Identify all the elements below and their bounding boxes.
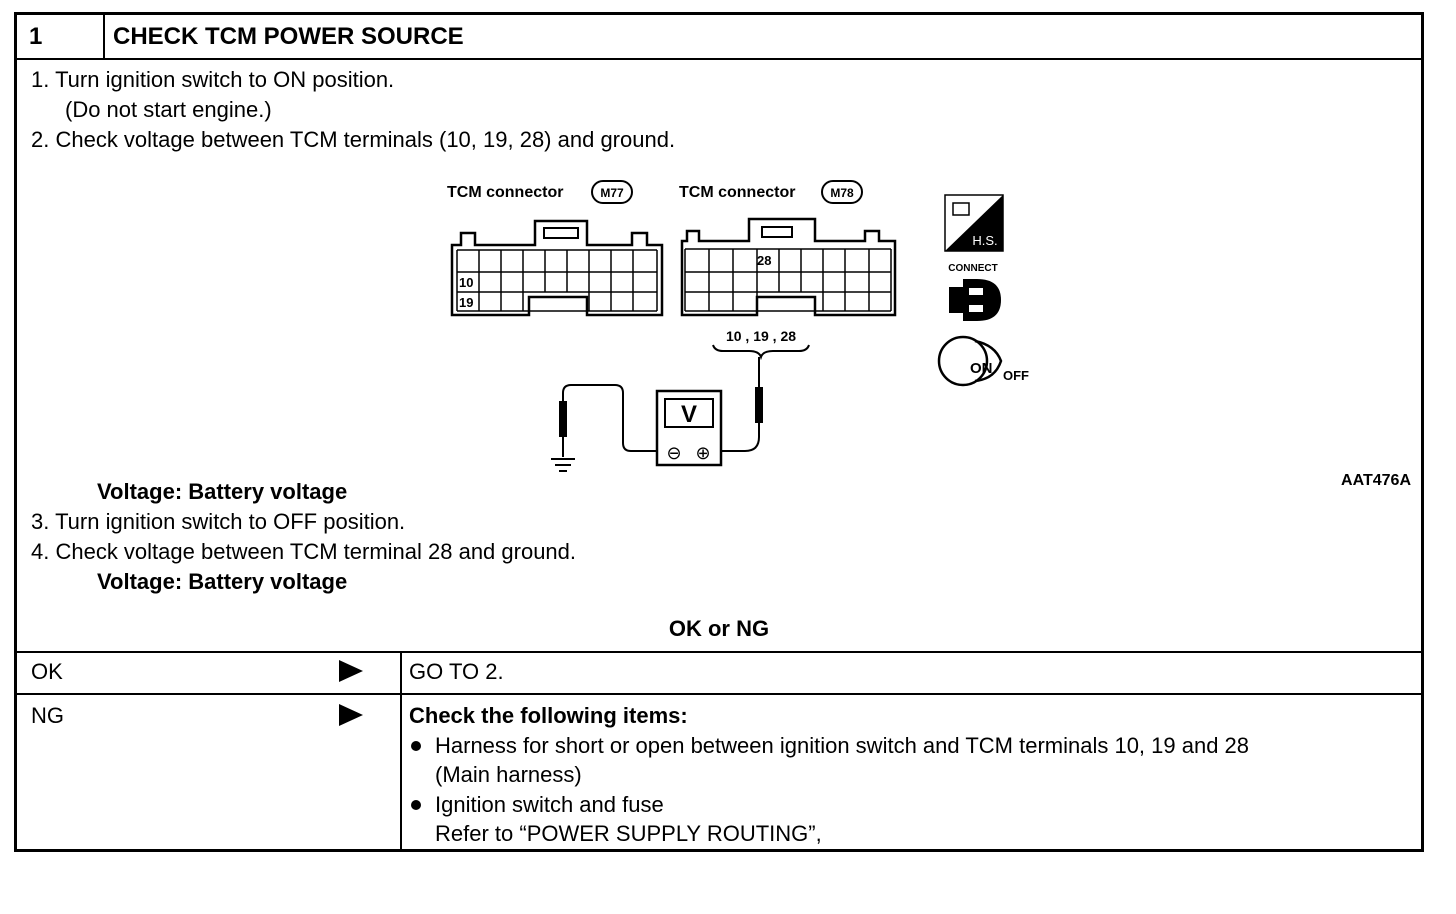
ok-label: OK [31,659,63,684]
hs-label: H.S. [972,233,997,248]
voltmeter-symbol: V [681,401,697,428]
step-1-note: (Do not start engine.) [65,97,272,122]
connector-1-id-badge [591,180,633,204]
step-1-text: 1. Turn ignition switch to ON position. [31,67,395,92]
pin-10-label: 10 [459,275,473,290]
positive-probe [755,387,763,423]
ground-icon [551,458,575,472]
negative-terminal-icon: ⊖ [666,443,681,464]
on-label: ON [970,360,993,377]
voltage-spec-1: Voltage: Battery voltage [97,479,348,504]
ng-item-1: Harness for short or open between igniti… [435,733,1250,758]
connector-2-label: TCM connector [679,184,795,201]
ignition-switch-icon: ON OFF [937,335,1029,387]
connector-1-id: M77 [600,186,624,200]
ng-item-2: Ignition switch and fuse [435,792,664,817]
bullet-icon [411,741,421,751]
pin-28-label: 28 [757,253,771,268]
bullet-icon [411,800,421,810]
step-4-text: 4. Check voltage between TCM terminal 28… [31,539,577,564]
result-heading: OK or NG [668,616,770,641]
inspection-table: 1 CHECK TCM POWER SOURCE 1. Turn ignitio… [14,12,1424,852]
harness-sheet-icon: H.S. [944,194,1004,252]
ng-arrow-icon [339,704,363,726]
connector-m77: 10 19 [450,219,664,317]
step-number: 1 [17,15,105,58]
probe-terminal-label: 10 , 19 , 28 [726,328,796,344]
pin-19-label: 19 [459,295,473,310]
connector-m78: 28 [680,217,897,317]
negative-probe [559,401,567,437]
ng-item-2-ref: Refer to “POWER SUPPLY ROUTING”, [435,821,822,846]
connector-1-label: TCM connector [447,184,563,201]
ok-arrow-icon [339,660,363,682]
negative-lead [562,384,657,452]
probe-bracket [712,344,810,361]
step-2-text: 2. Check voltage between TCM terminals (… [31,127,676,152]
ok-action: GO TO 2. [409,659,504,684]
ng-check-title: Check the following items: [409,703,688,728]
row-divider [17,693,1421,695]
step-title: CHECK TCM POWER SOURCE [113,23,464,50]
connect-icon [949,279,1001,321]
positive-lead [719,436,760,452]
step-3-text: 3. Turn ignition switch to OFF position. [31,509,406,534]
figure-id: AAT476A [1341,472,1411,489]
result-divider [17,651,1421,653]
connector-2-id-badge [821,180,863,204]
off-label: OFF [1003,368,1029,383]
connector-2-id: M78 [830,186,854,200]
connect-label: CONNECT [948,263,997,274]
step-header: 1 CHECK TCM POWER SOURCE [17,15,1421,60]
connector-diagram: TCM connector M77 TCM connector M78 [447,180,1411,489]
ng-label: NG [31,703,64,728]
column-divider [400,651,402,852]
positive-terminal-icon: ⊕ [695,443,710,464]
ng-item-1-sub: (Main harness) [435,762,582,787]
voltage-spec-2: Voltage: Battery voltage [97,569,348,594]
